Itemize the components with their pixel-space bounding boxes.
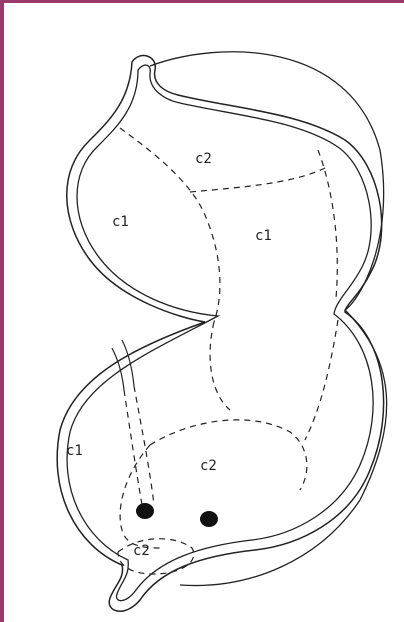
dashed-boundary — [150, 420, 307, 490]
pod-inner-wall — [67, 65, 373, 601]
seed-dot — [136, 503, 154, 519]
region-label-c2-top: c2 — [195, 151, 212, 167]
stalk-dashed-line — [134, 386, 154, 505]
seed-dot — [200, 511, 218, 527]
region-label-c2-bottom: c2 — [133, 543, 150, 559]
pod-outer-wall — [57, 56, 383, 612]
region-label-c1-upper-right: c1 — [255, 228, 272, 244]
region-label-c1-upper-left: c1 — [112, 214, 129, 230]
region-label-c1-lower-left: c1 — [66, 443, 83, 459]
dashed-boundary — [318, 150, 337, 298]
outer-shell-outline — [150, 52, 387, 586]
dashed-boundary — [210, 322, 230, 410]
dashed-boundary — [305, 320, 338, 440]
dashed-boundary — [120, 445, 160, 548]
dashed-boundary — [190, 168, 325, 192]
stalk-dashed-line — [124, 390, 142, 505]
region-label-c2-lower-center: c2 — [200, 458, 217, 474]
